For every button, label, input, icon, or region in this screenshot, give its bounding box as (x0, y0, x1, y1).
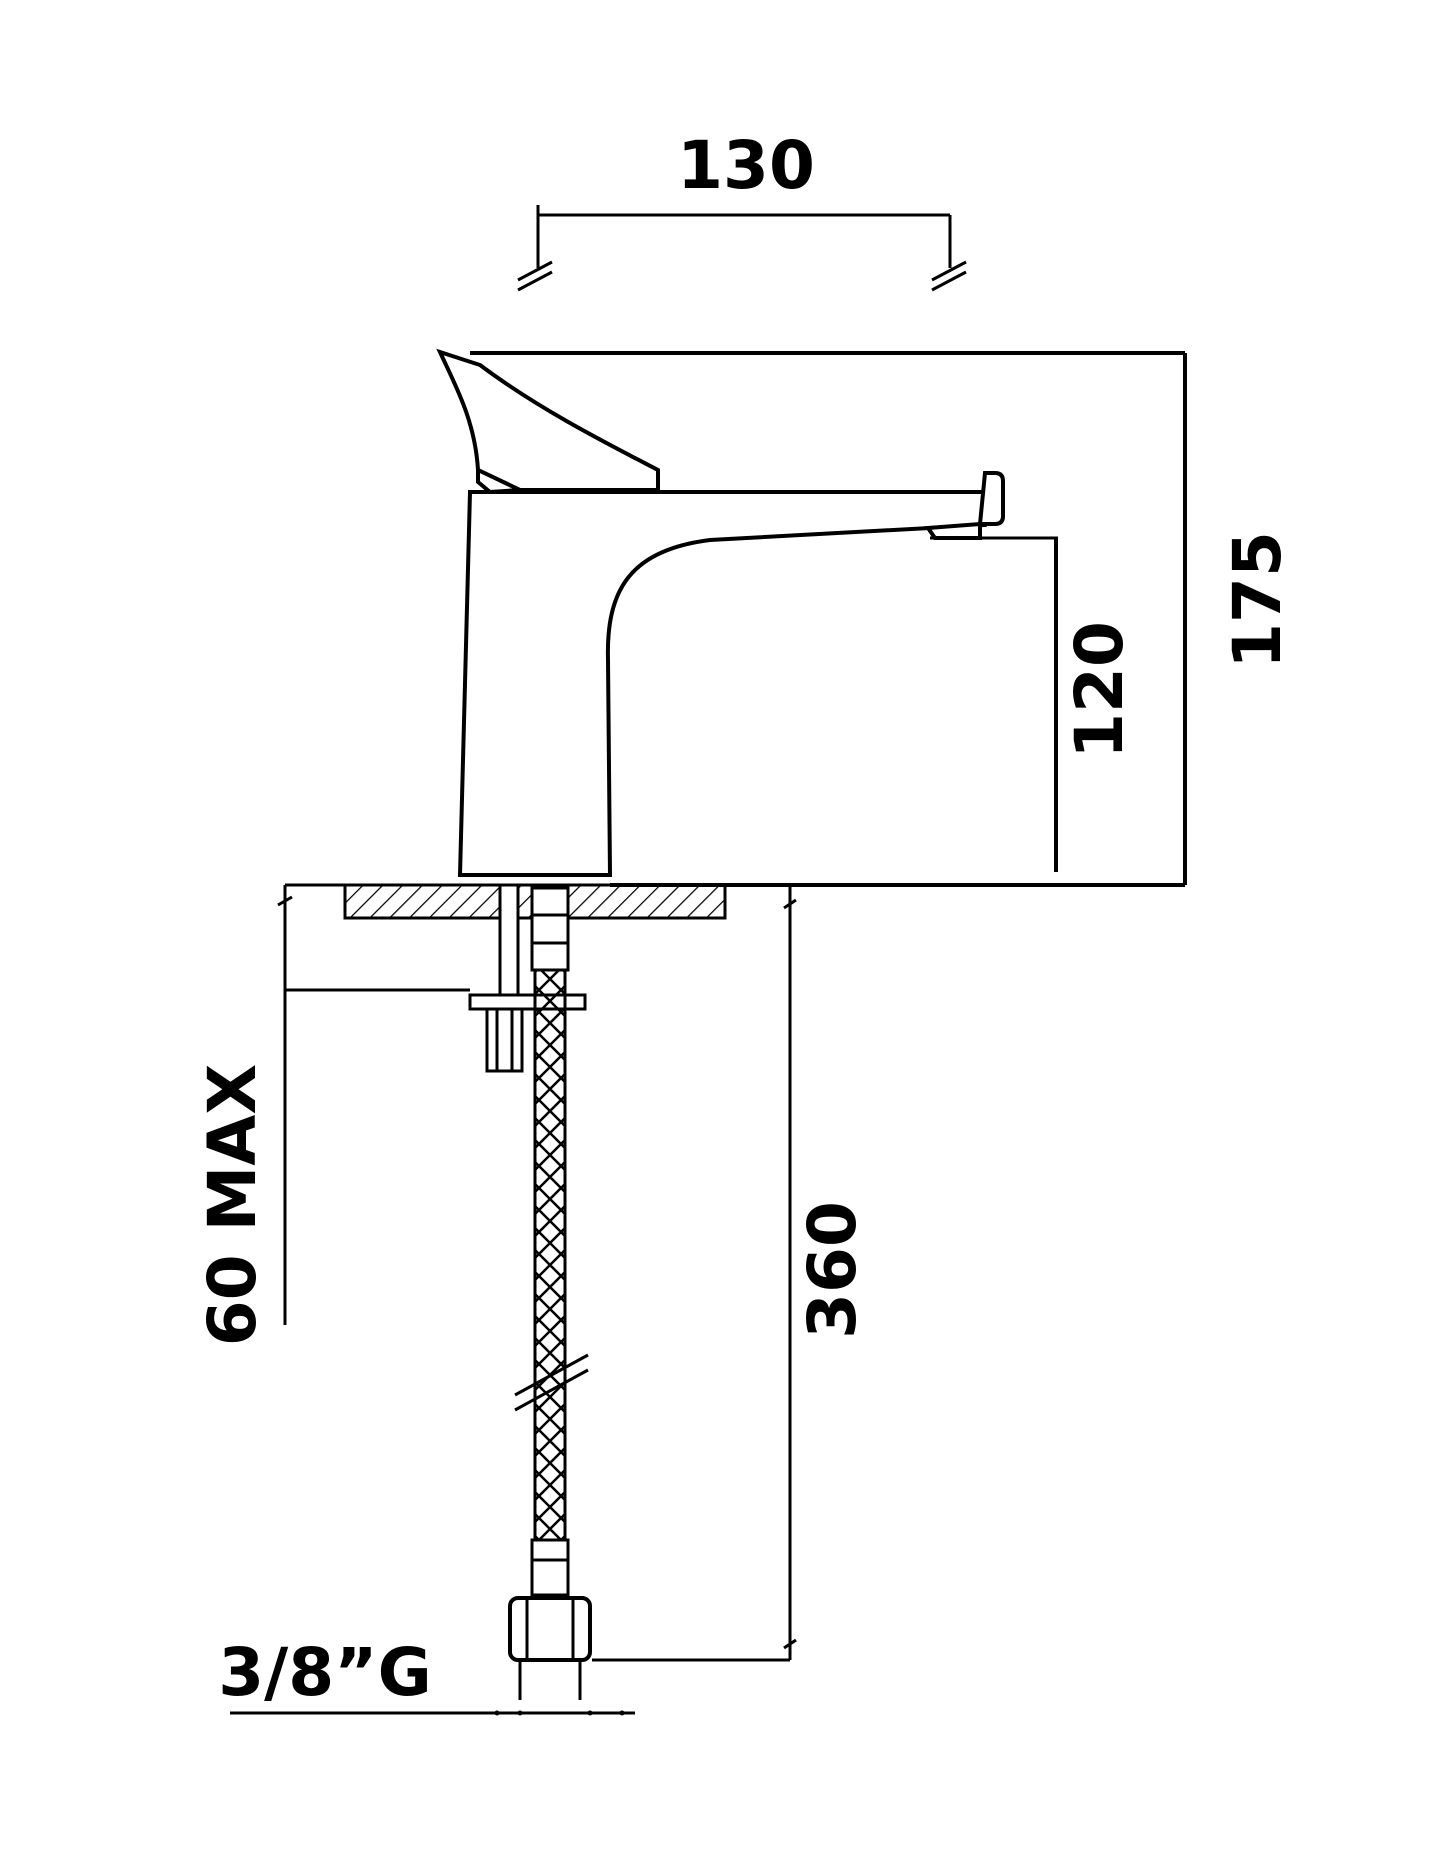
braided-hose (508, 886, 592, 1700)
dimension-label-360: 360 (794, 1201, 871, 1339)
dimension-label-60-max: 60 MAX (194, 1064, 271, 1346)
faucet-body (436, 348, 1005, 877)
dimension-label-120: 120 (1061, 621, 1138, 759)
dimension-360: 360 (592, 885, 871, 1662)
dimension-label-175: 175 (1219, 531, 1296, 669)
dimension-130: 130 (517, 127, 967, 292)
dimension-60-max: 60 MAX (194, 885, 470, 1346)
dimension-120: 120 (930, 536, 1138, 872)
dimension-label-130: 130 (677, 127, 815, 204)
dimension-label-thread: 3/8”G (218, 1634, 432, 1711)
dimension-thread: 3/8”G (218, 1634, 635, 1716)
